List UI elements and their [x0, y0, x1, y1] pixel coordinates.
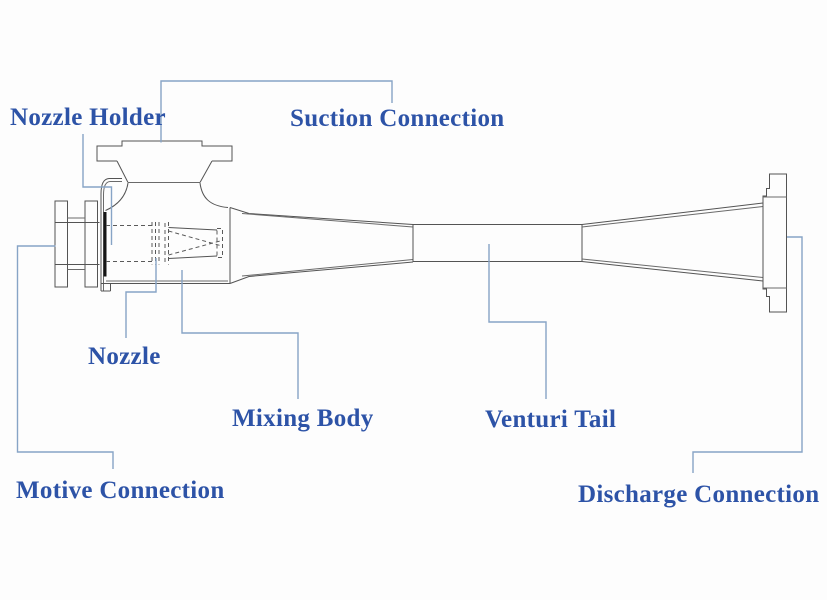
label-nozzle-holder: Nozzle Holder	[10, 104, 166, 131]
label-mixing-body: Mixing Body	[232, 405, 374, 432]
label-motive-connection: Motive Connection	[16, 477, 225, 504]
suction-flange	[96, 140, 233, 183]
diffuser-cone	[581, 202, 764, 282]
motive-flange	[54, 200, 100, 288]
leader-suction-connection	[160, 80, 393, 143]
discharge-flange	[762, 173, 787, 313]
leader-discharge-connection	[692, 236, 803, 473]
ejector-drawing	[54, 140, 787, 313]
label-discharge-connection: Discharge Connection	[578, 481, 820, 508]
leader-nozzle-holder	[82, 134, 113, 245]
label-nozzle: Nozzle	[88, 343, 161, 370]
leader-nozzle	[125, 258, 157, 338]
nozzle-assembly	[106, 222, 223, 265]
label-suction-connection: Suction Connection	[290, 105, 505, 132]
leader-venturi-tail	[488, 244, 547, 399]
ejector-body	[101, 182, 231, 284]
converging-cone	[229, 207, 414, 284]
leader-motive-connection	[16, 245, 114, 469]
throat-tube	[412, 224, 583, 262]
leader-mixing-body	[181, 270, 299, 399]
body-inlet-collar	[100, 178, 122, 292]
label-venturi-tail: Venturi Tail	[485, 406, 617, 433]
leader-lines	[16, 80, 803, 473]
